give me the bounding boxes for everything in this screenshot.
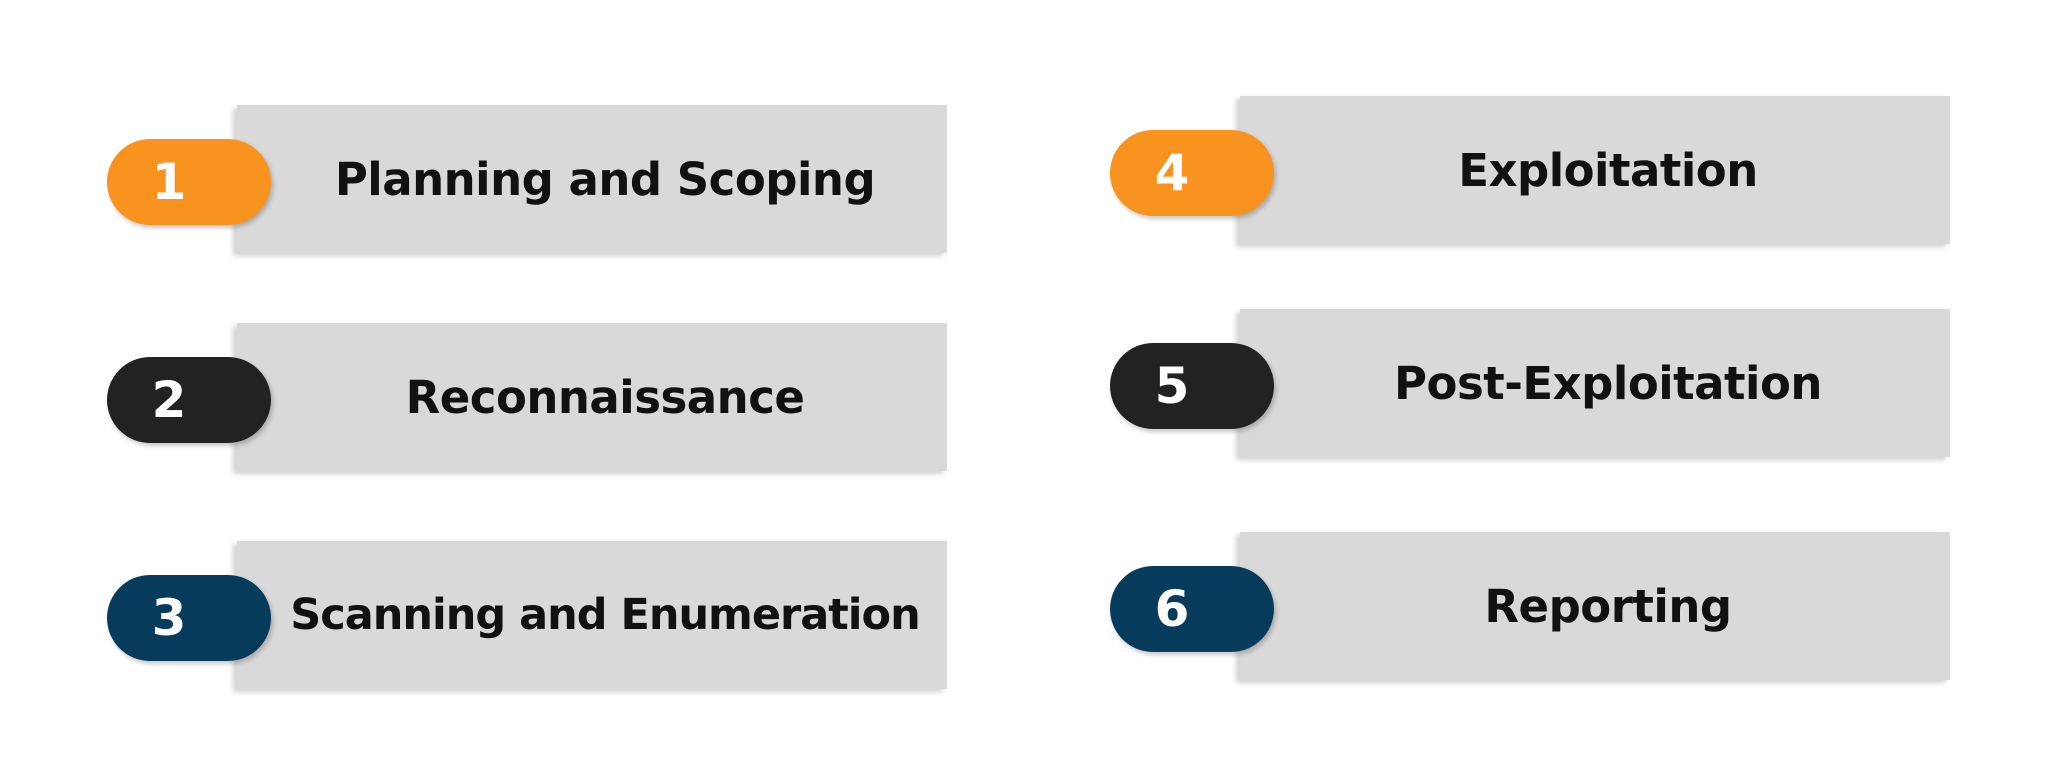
step-5: Post-Exploitation 5: [1110, 309, 1950, 457]
step-4-label: Exploitation: [1458, 143, 1758, 197]
step-2-number-tab: 2: [107, 357, 271, 443]
step-4: Exploitation 4: [1110, 96, 1950, 244]
step-2-label: Reconnaissance: [405, 370, 805, 424]
step-4-number: 4: [1154, 144, 1190, 202]
step-3-number-tab: 3: [107, 575, 271, 661]
step-5-panel: Post-Exploitation: [1240, 309, 1950, 457]
step-4-number-tab: 4: [1110, 130, 1274, 216]
step-2-panel: Reconnaissance: [237, 323, 947, 471]
step-1-number: 1: [151, 153, 187, 211]
step-1-label: Planning and Scoping: [334, 152, 876, 206]
step-3-label: Scanning and Enumeration: [290, 590, 920, 640]
step-6: Reporting 6: [1110, 532, 1950, 680]
step-3: Scanning and Enumeration 3: [107, 541, 947, 689]
step-6-label: Reporting: [1484, 579, 1732, 633]
step-5-number-tab: 5: [1110, 343, 1274, 429]
step-4-panel: Exploitation: [1240, 96, 1950, 244]
step-5-number: 5: [1154, 357, 1190, 415]
step-3-number: 3: [151, 589, 187, 647]
step-3-panel: Scanning and Enumeration: [237, 541, 947, 689]
step-1: Planning and Scoping 1: [107, 105, 947, 253]
step-2-number: 2: [151, 371, 187, 429]
step-6-number-tab: 6: [1110, 566, 1274, 652]
step-5-label: Post-Exploitation: [1394, 356, 1822, 410]
step-6-panel: Reporting: [1240, 532, 1950, 680]
step-1-number-tab: 1: [107, 139, 271, 225]
step-2: Reconnaissance 2: [107, 323, 947, 471]
step-1-panel: Planning and Scoping: [237, 105, 947, 253]
step-6-number: 6: [1154, 580, 1190, 638]
